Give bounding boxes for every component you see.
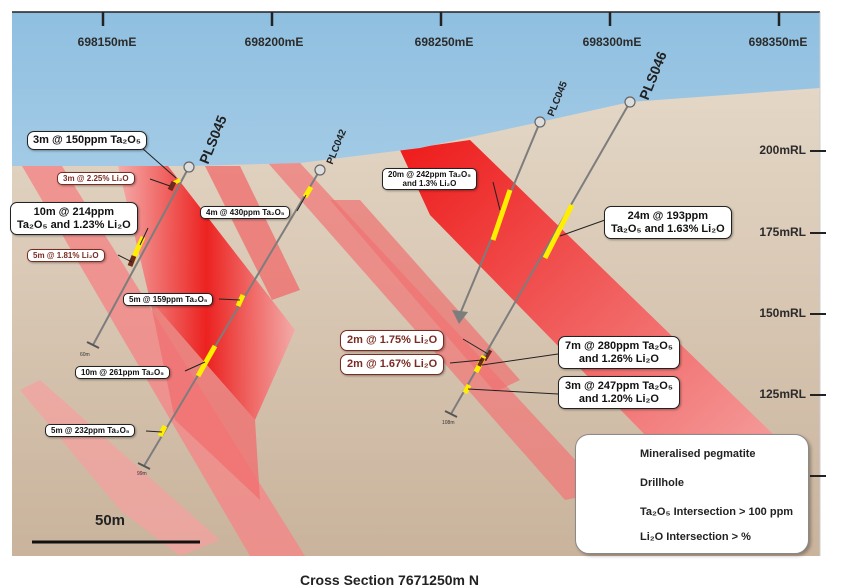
rl-label: 125mRL (759, 387, 806, 401)
legend-drillhole-label: Drillhole (640, 477, 685, 489)
pegmatite-body-2b (150, 300, 260, 500)
legend-pegmatite-label: Mineralised pegmatite (640, 448, 756, 460)
leader-lines (117, 147, 606, 433)
drillhole-pls045 (86, 161, 195, 349)
figure-caption: Cross Section 7671250m N (300, 572, 479, 588)
easting-label: 698250mE (414, 35, 474, 49)
easting-label: 698150mE (77, 35, 137, 49)
legend-ta-label: Ta₂O₅ Intersection > 100 ppm (640, 506, 794, 518)
pegmatite-body-3 (205, 166, 300, 300)
assay-callout: 2m @ 1.67% Li₂O (340, 354, 445, 375)
assay-callout: 5m @ 159ppm Ta₂O₅ (123, 293, 214, 307)
pegmatite-body-6 (330, 200, 520, 392)
rl-label: 150mRL (759, 306, 806, 320)
easting-label: 698300mE (582, 35, 642, 49)
assay-callout: 10m @ 261ppm Ta₂O₅ (75, 366, 170, 380)
rl-label: 175mRL (759, 225, 806, 239)
drillhole-pls046 (444, 96, 636, 418)
end-depth: 108m (442, 420, 455, 426)
pegmatite-body-5 (400, 140, 810, 520)
legend-li-label: Li₂O Intersection > % (640, 531, 751, 543)
assay-callout: 2m @ 1.75% Li₂O (340, 330, 445, 351)
assay-callout: 5m @ 1.81% Li₂O (27, 249, 105, 263)
end-depth: 60m (80, 352, 90, 358)
assay-callout: 3m @ 2.25% Li₂O (57, 172, 135, 186)
scale-bar-label: 50m (95, 512, 126, 529)
easting-label: 698350mE (748, 35, 808, 49)
end-depth: 99m (137, 471, 147, 477)
assay-callout: 4m @ 430ppm Ta₂O₅ (200, 206, 291, 220)
assay-callout: 3m @ 150ppm Ta₂O₅ (27, 131, 147, 150)
assay-callout: 5m @ 232ppm Ta₂O₅ (45, 424, 136, 438)
rl-label: 200mRL (759, 143, 806, 157)
legend: Mineralised pegmatite Drillhole Ta₂O₅ In… (575, 434, 809, 554)
easting-label: 698200mE (244, 35, 304, 49)
